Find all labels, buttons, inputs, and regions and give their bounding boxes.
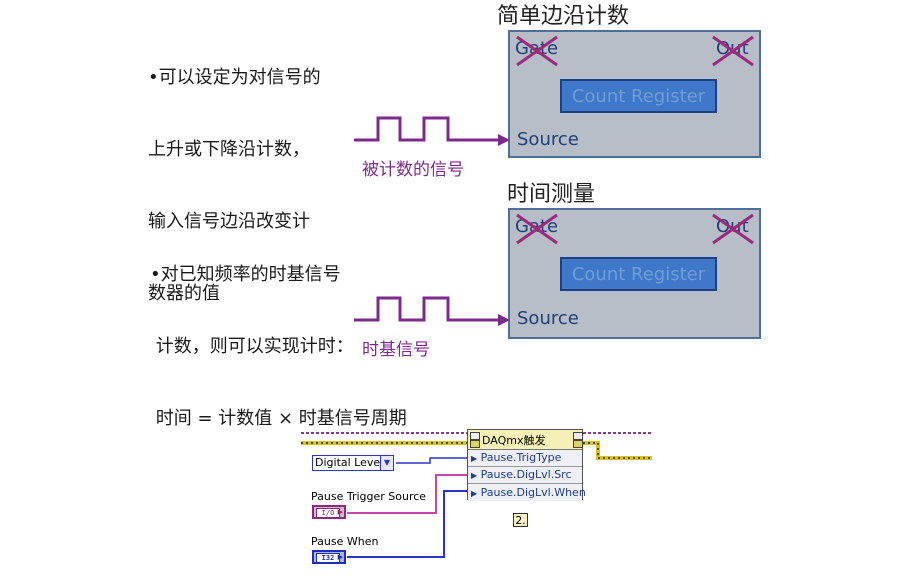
section1-line-1: •可以设定为对信号的 — [148, 67, 321, 88]
task-in-terminal-icon — [470, 432, 480, 440]
i32-terminal-inner: I32 — [316, 553, 340, 563]
section2-line-1: •对已知频率的时基信号 — [150, 264, 341, 285]
section2-bullet-text: •对已知频率的时基信号 计数，则可以实现计时： 时间 = 计数值 × 时基信号周… — [150, 215, 407, 455]
i32-terminal-text: I32 — [321, 554, 335, 562]
section1-bullet-text: •可以设定为对信号的 上升或下降沿计数， 输入信号边沿改变计 数器的值 — [148, 18, 321, 330]
i32-control-terminal[interactable]: I32 ▶ — [312, 550, 346, 564]
task-out-terminal-icon — [573, 432, 583, 440]
dropdown-arrow-icon[interactable]: ▼ — [380, 456, 393, 470]
property-row-dig-lvl-when[interactable]: ▶ Pause.DigLvl.When — [468, 484, 586, 501]
section2-line-3: 时间 = 计数值 × 时基信号周期 — [150, 408, 407, 429]
io-terminal-text: I/O — [321, 509, 335, 517]
property-dig-lvl-src-label: Pause.DigLvl.Src — [480, 468, 572, 481]
digital-level-ring-constant[interactable]: Digital Level ▼ — [312, 455, 394, 471]
section1-source-label: Source — [517, 129, 579, 150]
section1-pulse-signal — [354, 116, 510, 146]
section2-counter-box: Gate Out Count Register Source — [508, 208, 761, 339]
section1-gate-cross-icon — [516, 35, 558, 67]
section2-source-label: Source — [517, 308, 579, 329]
section1-out-cross-icon — [712, 35, 754, 67]
error-in-terminal-icon — [470, 440, 480, 448]
section1-count-register: Count Register — [560, 79, 717, 113]
section2-pulse-signal — [354, 296, 510, 326]
section2-line-2: 计数，则可以实现计时： — [150, 336, 354, 357]
property-trig-type-label: Pause.TrigType — [480, 451, 562, 464]
property-dig-lvl-when-label: Pause.DigLvl.When — [480, 486, 586, 499]
input-arrow-icon: ▶ — [471, 471, 478, 480]
section1-panel-title: 简单边沿计数 — [497, 4, 630, 29]
step-label: 2. — [513, 513, 528, 527]
terminal-output-arrow-icon: ▶ — [337, 553, 343, 561]
io-control-terminal[interactable]: I/O ▶ — [312, 505, 346, 519]
daqmx-trigger-property-node[interactable]: DAQmx触发 ▶ Pause.TrigType ▶ Pause.DigLvl.… — [467, 429, 586, 501]
terminal-output-arrow-icon: ▶ — [337, 508, 343, 516]
input-arrow-icon: ▶ — [471, 454, 478, 463]
section1-line-2: 上升或下降沿计数， — [148, 139, 310, 160]
error-out-terminal-icon — [573, 440, 583, 448]
pause-when-label: Pause When — [311, 535, 379, 548]
property-node-title: DAQmx触发 — [482, 434, 546, 447]
section2-panel-title: 时间测量 — [507, 182, 596, 207]
property-node-header: DAQmx触发 — [468, 430, 583, 450]
section1-line-4: 数器的值 — [148, 283, 220, 304]
pause-trigger-source-label: Pause Trigger Source — [311, 490, 427, 503]
section2-signal-label: 时基信号 — [362, 340, 430, 360]
section1-counter-box: Gate Out Count Register Source — [508, 30, 761, 158]
property-row-dig-lvl-src[interactable]: ▶ Pause.DigLvl.Src — [468, 467, 582, 484]
section2-count-register: Count Register — [560, 257, 717, 291]
ring-value: Digital Level — [315, 456, 384, 469]
section1-signal-label: 被计数的信号 — [362, 160, 464, 180]
input-arrow-icon: ▶ — [471, 489, 478, 498]
io-terminal-inner: I/O — [316, 508, 340, 518]
section2-gate-cross-icon — [516, 213, 558, 245]
section1-line-3: 输入信号边沿改变计 — [148, 211, 310, 232]
section2-out-cross-icon — [712, 213, 754, 245]
property-row-trig-type[interactable]: ▶ Pause.TrigType — [468, 450, 582, 467]
